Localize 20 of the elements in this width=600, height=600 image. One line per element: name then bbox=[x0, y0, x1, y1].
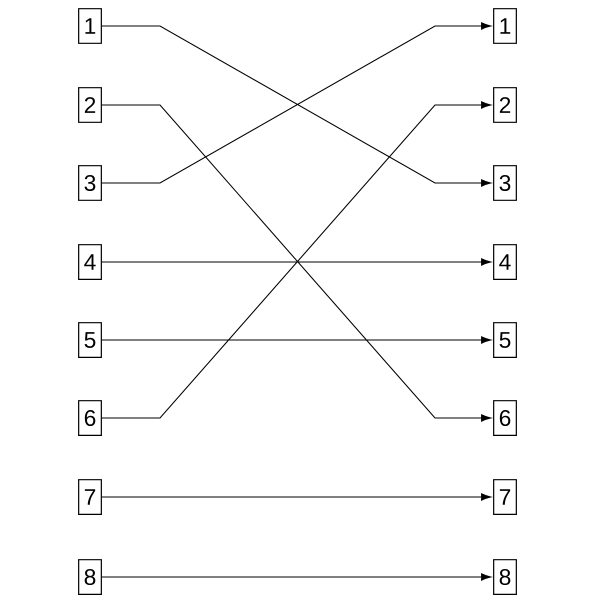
number-box: 4 bbox=[493, 244, 517, 280]
number-box: 8 bbox=[78, 559, 102, 595]
number-box: 2 bbox=[78, 87, 102, 123]
number-box: 4 bbox=[78, 244, 102, 280]
number-box: 3 bbox=[78, 165, 102, 201]
arrow bbox=[102, 258, 492, 266]
number-box: 7 bbox=[78, 479, 102, 515]
number-box: 8 bbox=[493, 559, 517, 595]
number-box: 1 bbox=[78, 8, 102, 44]
arrow bbox=[102, 573, 492, 581]
number-box: 5 bbox=[493, 322, 517, 358]
arrow bbox=[102, 493, 492, 501]
number-box: 1 bbox=[493, 8, 517, 44]
number-box: 2 bbox=[493, 87, 517, 123]
number-box: 3 bbox=[493, 165, 517, 201]
number-box: 7 bbox=[493, 479, 517, 515]
number-box: 6 bbox=[78, 400, 102, 436]
number-box: 5 bbox=[78, 322, 102, 358]
number-box: 6 bbox=[493, 400, 517, 436]
arrow bbox=[102, 336, 492, 344]
